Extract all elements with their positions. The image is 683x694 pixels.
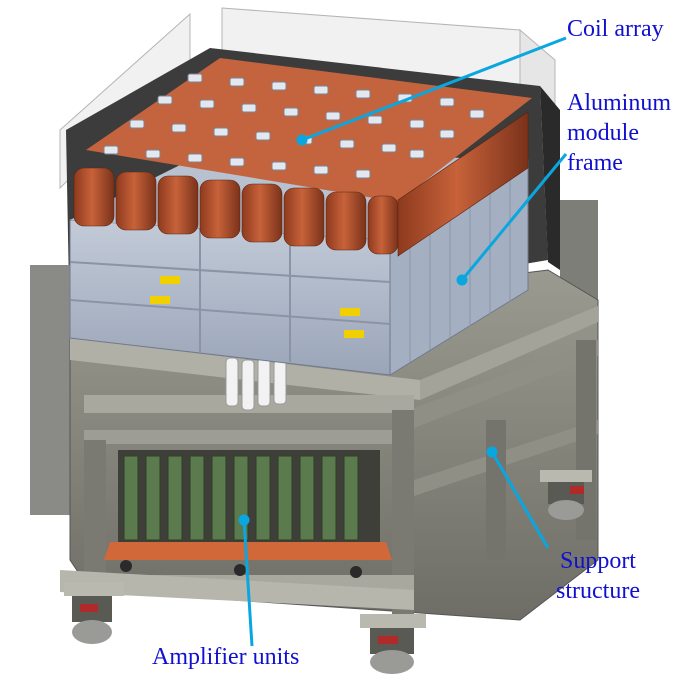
label-frame-line-1: Aluminum bbox=[567, 90, 672, 116]
leader-support bbox=[490, 451, 550, 549]
label-frame-line-2: module bbox=[567, 120, 639, 146]
label-frame-line-3: frame bbox=[567, 150, 623, 176]
label-aluminum-module-frame: Aluminum module frame bbox=[567, 88, 671, 178]
label-support-structure: Support structure bbox=[556, 546, 640, 606]
label-coil-array: Coil array bbox=[567, 16, 664, 42]
caster-wheels bbox=[64, 470, 592, 674]
leader-coil-array bbox=[301, 36, 567, 142]
leader-lines bbox=[238, 36, 568, 647]
label-support-line-2: structure bbox=[556, 578, 640, 604]
cable-connectors bbox=[225, 357, 287, 411]
label-amplifier-units: Amplifier units bbox=[152, 644, 300, 670]
amplifier-units bbox=[104, 450, 392, 578]
caster-front-left bbox=[64, 582, 124, 644]
caster-front-right bbox=[360, 614, 426, 674]
leader-amplifier bbox=[242, 519, 254, 647]
label-support-line-1: Support bbox=[559, 548, 636, 574]
leader-module-frame bbox=[460, 153, 568, 281]
caster-back-right bbox=[540, 470, 592, 520]
